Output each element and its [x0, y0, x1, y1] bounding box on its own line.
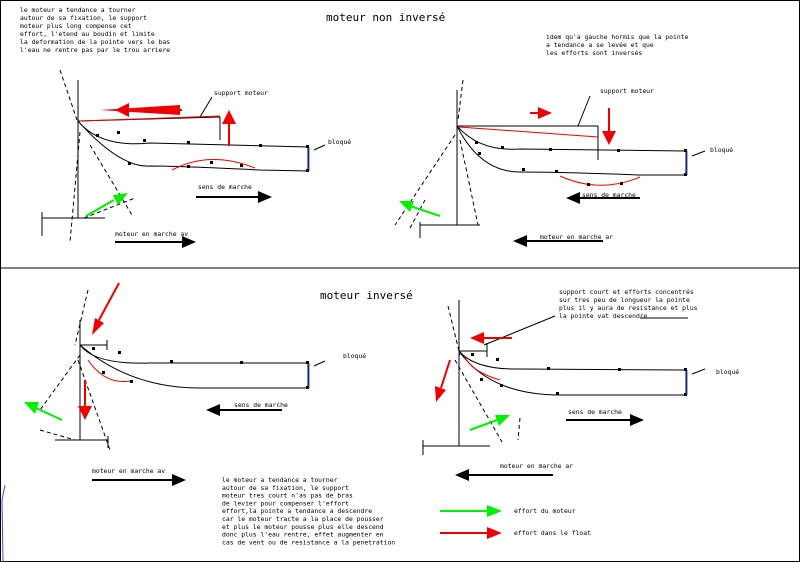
top-right-diagram [394, 79, 706, 247]
top-right-note: idem qu'a gauche hormis que la pointe a … [546, 33, 692, 57]
top-left-motor-label: moteur en marche av [115, 230, 188, 238]
margin-mark [1, 484, 6, 562]
bottom-left-blocked-label: bloqué [343, 352, 366, 360]
top-title: moteur non inversé [326, 11, 445, 24]
top-right-direction-label: sens de marche [582, 191, 636, 199]
bottom-left-direction-label: sens de marche [234, 401, 288, 409]
top-left-blocked-label: bloqué [328, 138, 351, 146]
top-right-motor-label: moteur en marche ar [540, 233, 613, 241]
legend-motor-label: effort du moteur [514, 507, 576, 515]
top-left-support-label: support moteur [214, 89, 268, 97]
bottom-right-blocked-label: bloqué [716, 368, 739, 376]
top-left-diagram [41, 69, 326, 248]
bottom-right-motor-label: moteur en marche ar [500, 462, 573, 470]
bottom-title: moteur inversé [320, 289, 413, 302]
top-right-support-label: support moteur [600, 87, 654, 95]
bottom-left-note: le moteur a tendance a tourner autour de… [222, 476, 395, 546]
bottom-right-direction-label: sens de marche [568, 408, 622, 416]
top-right-blocked-label: bloqué [710, 146, 733, 154]
bottom-left-diagram [24, 282, 326, 486]
legend [440, 505, 502, 539]
bottom-left-motor-label: moteur en marche av [92, 467, 165, 475]
legend-float-label: effort dans le float [514, 529, 591, 537]
top-left-note: le moteur a tendance a tourner autour de… [20, 6, 174, 54]
bottom-right-diagram [422, 300, 706, 481]
top-left-direction-label: sens de marche [198, 183, 252, 191]
bottom-right-note: support court et efforts concentrés sur … [559, 288, 701, 320]
